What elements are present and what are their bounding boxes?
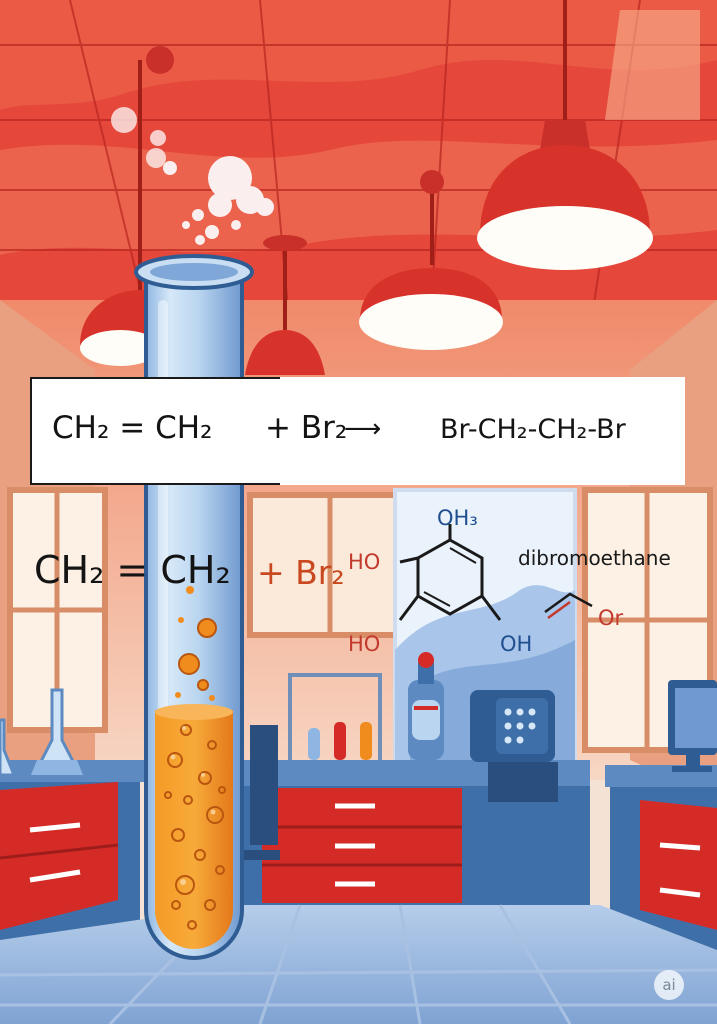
label-ho-upper: HO	[348, 550, 381, 574]
label-oh3: OH₃	[437, 506, 478, 530]
pendant-lamp-right	[477, 0, 653, 270]
lab-instrument	[470, 690, 558, 802]
pendant-lamp-left	[80, 46, 174, 366]
label-or-fragment: Or	[598, 606, 624, 630]
alkene-fragment	[544, 592, 593, 620]
counter-center	[240, 760, 590, 916]
gas-cylinder	[408, 652, 444, 760]
reaction-equation: CH₂ = CH₂ + Br₂ ⟶ Br-CH₂-CH₂-Br	[52, 410, 692, 460]
product-dibromoethane: Br-CH₂-CH₂-Br	[440, 414, 626, 445]
reactant-ethene: CH₂ = CH₂	[52, 410, 213, 446]
orange-liquid	[155, 704, 233, 949]
label-ho-lower: HO	[348, 632, 381, 656]
label-oh: OH	[500, 632, 533, 656]
reactant-bromine: + Br₂	[265, 410, 348, 446]
ai-watermark-badge: ai	[654, 970, 684, 1000]
label-dibromoethane: dibromoethane	[518, 546, 671, 570]
reaction-arrow: ⟶	[344, 414, 382, 444]
rising-bubbles	[175, 586, 217, 701]
equation-panel-extension	[280, 377, 685, 485]
pendant-lamp-middle	[245, 235, 325, 375]
equation-panel	[30, 377, 282, 485]
chair	[240, 725, 280, 860]
secondary-reagent-bromine: + Br₂	[257, 553, 345, 592]
test-tube-rack	[288, 673, 382, 760]
benzene-ring-structure	[398, 524, 502, 621]
secondary-reactant-ethene: CH₂ = CH₂	[34, 548, 231, 592]
pendant-lamp-center	[359, 170, 503, 350]
computer-monitor	[668, 680, 717, 772]
window-right	[582, 487, 713, 753]
vapor-cloud	[111, 107, 274, 245]
counter-right	[605, 765, 717, 960]
flask-left	[0, 688, 83, 777]
